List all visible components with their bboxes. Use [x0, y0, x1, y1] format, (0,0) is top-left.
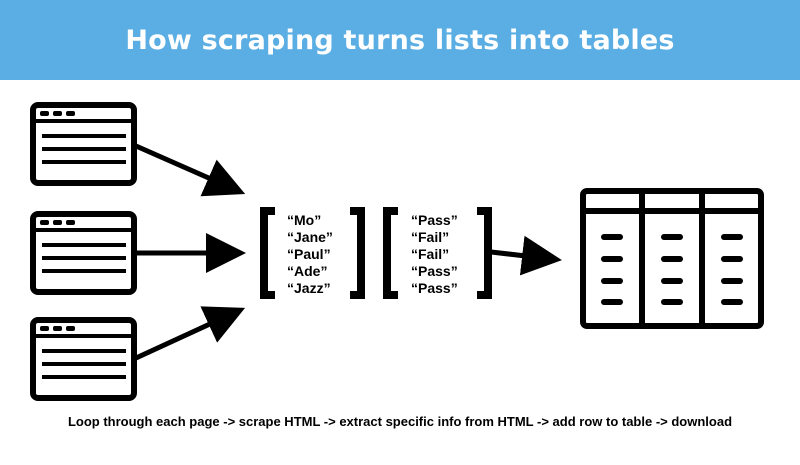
- list-item: “Fail”: [411, 246, 450, 262]
- right-bracket-names: [350, 207, 365, 299]
- results-list: “Pass” “Fail” “Fail” “Pass” “Pass”: [411, 212, 458, 297]
- list-item: “Ade”: [287, 263, 328, 279]
- list-item: “Pass”: [411, 212, 458, 228]
- list-item: “Jazz”: [287, 280, 331, 296]
- left-bracket-results: [383, 207, 398, 299]
- list-item: “Pass”: [411, 280, 458, 296]
- left-bracket-names: [260, 207, 275, 299]
- arrow-page1-to-list: [134, 143, 246, 197]
- list-item: “Paul”: [287, 246, 331, 262]
- browser-window-icon: [30, 211, 137, 295]
- table-icon: [580, 188, 764, 329]
- process-caption: Loop through each page -> scrape HTML ->…: [67, 414, 733, 429]
- browser-window-icon: [30, 317, 137, 401]
- scraping-diagram: [30, 102, 764, 401]
- list-item: “Mo”: [287, 212, 322, 228]
- title-banner: How scraping turns lists into tables: [0, 0, 800, 80]
- list-item: “Jane”: [287, 229, 333, 245]
- arrow-page3-to-list: [134, 306, 246, 361]
- page-title: How scraping turns lists into tables: [125, 24, 675, 56]
- right-bracket-results: [477, 207, 492, 299]
- browser-window-icon: [30, 102, 137, 186]
- list-item: “Fail”: [411, 229, 450, 245]
- arrow-list-to-table: [490, 235, 562, 276]
- list-item: “Pass”: [411, 263, 458, 279]
- names-list: “Mo” “Jane” “Paul” “Ade” “Jazz”: [287, 212, 333, 297]
